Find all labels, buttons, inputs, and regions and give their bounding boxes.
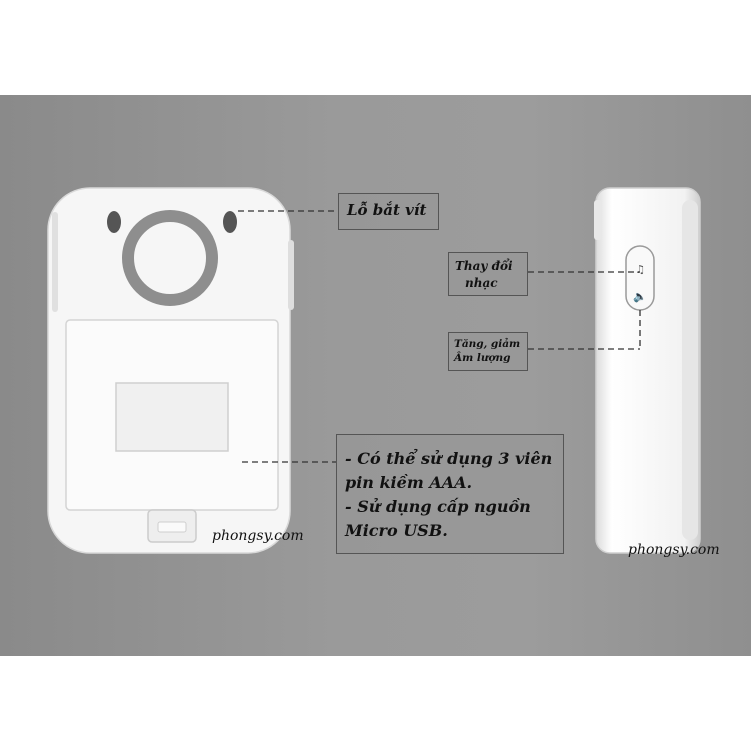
ring	[122, 210, 218, 306]
battery-line: Micro USB.	[345, 521, 448, 540]
callout-lines	[238, 210, 641, 463]
change-music-callout: Thay đổi nhạc	[448, 252, 528, 296]
screw-hole-callout: Lỗ bắt vít	[338, 193, 439, 230]
volume-label-line1: Tăng, giảm	[454, 338, 521, 350]
watermark: phongsy.com	[212, 528, 304, 544]
battery-callout: - Có thể sử dụng 3 viên pin kiềm AAA. - …	[336, 434, 564, 554]
music-note-icon: ♫	[635, 263, 645, 276]
screw-hole-left	[107, 211, 121, 233]
speaker-icon: 🔈	[633, 290, 647, 303]
device-side-view: ♫ 🔈	[594, 187, 701, 554]
volume-label-line2: Âm lượng	[454, 352, 511, 364]
watermark: phongsy.com	[628, 542, 720, 558]
change-music-label-line2: nhạc	[465, 276, 498, 290]
battery-line: - Sử dụng cấp nguồn	[345, 497, 531, 516]
screw-hole-right	[223, 211, 237, 233]
label-sticker-area	[115, 382, 229, 452]
battery-line: - Có thể sử dụng 3 viên	[345, 449, 553, 468]
battery-line: pin kiềm AAA.	[345, 473, 473, 492]
change-music-label-line1: Thay đổi	[455, 259, 513, 273]
volume-callout: Tăng, giảm Âm lượng	[448, 332, 528, 371]
device-back-view	[47, 187, 294, 554]
screw-hole-label: Lỗ bắt vít	[347, 201, 427, 219]
